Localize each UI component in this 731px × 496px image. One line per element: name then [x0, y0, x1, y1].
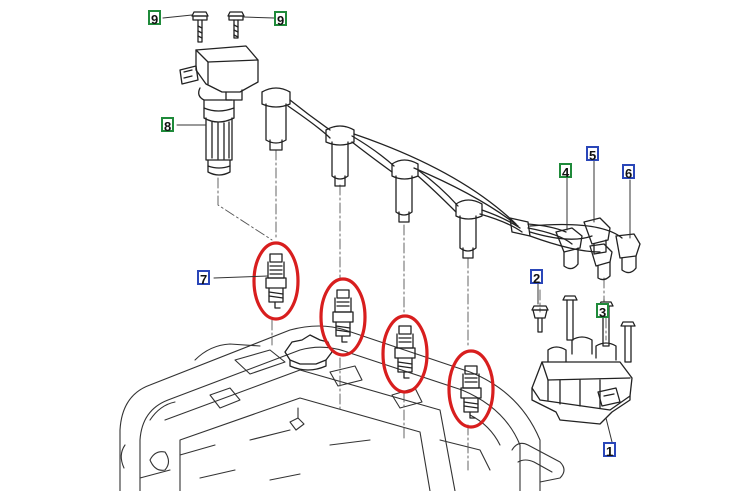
assembly-center-lines	[217, 149, 607, 471]
callout-8: 8	[161, 117, 175, 134]
coil-pack-1	[531, 336, 633, 425]
callout-2: 2	[530, 269, 544, 286]
callout-leader-lines	[162, 14, 631, 443]
spark-plug-4	[460, 365, 482, 419]
callout-1: 1	[603, 442, 617, 459]
spark-plug-1	[265, 253, 287, 309]
highlight-spark-plug-3	[381, 314, 429, 394]
callout-4: 4	[559, 163, 573, 180]
coil-pack-bolts-3	[562, 295, 636, 363]
highlight-spark-plug-1	[252, 241, 300, 321]
highlight-circles	[252, 241, 495, 429]
engine-cylinder-head	[119, 325, 565, 492]
highlight-spark-plug-2	[319, 277, 367, 357]
callout-7: 7	[197, 270, 211, 287]
highlight-spark-plug-4	[447, 349, 495, 429]
distributor-bolt-2	[531, 305, 549, 333]
coil-bolt-right	[227, 11, 245, 39]
callout-9-right: 9	[274, 11, 288, 28]
callout-5: 5	[586, 146, 600, 163]
coil-bolt-left	[191, 11, 209, 43]
callout-3: 3	[596, 303, 610, 320]
ignition-coil-module	[179, 45, 259, 176]
spark-plug-3	[394, 325, 416, 379]
callout-6: 6	[622, 164, 636, 181]
callout-9-left: 9	[148, 10, 162, 27]
spark-plug-2	[332, 289, 354, 343]
ignition-lead-set	[261, 87, 641, 281]
